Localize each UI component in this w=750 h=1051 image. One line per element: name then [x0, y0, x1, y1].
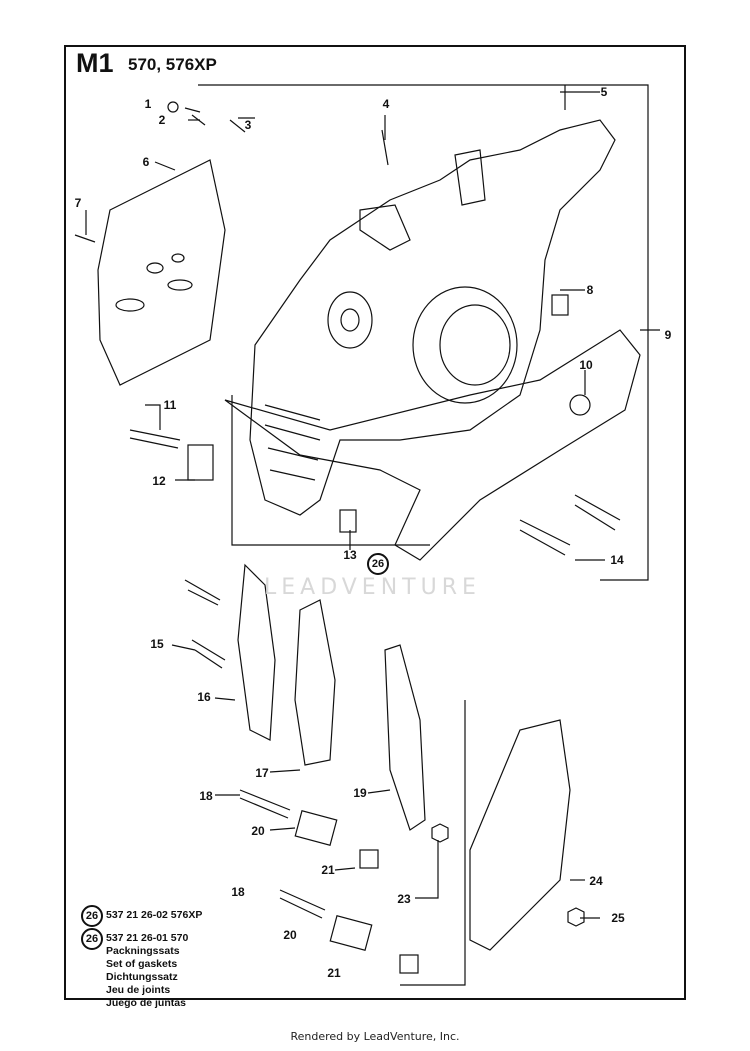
kit-570-line: Dichtungssatz [106, 971, 178, 983]
gasket-9 [224, 329, 641, 561]
callout-19: 19 [353, 786, 367, 800]
bushing-21b [399, 954, 419, 974]
model-code: M1 [76, 48, 114, 78]
plate-16 [237, 563, 276, 741]
callout-23: 23 [397, 892, 411, 906]
leader-1 [184, 107, 201, 113]
callout-8: 8 [586, 283, 594, 297]
callout-17: 17 [255, 766, 269, 780]
callout-24: 24 [589, 874, 603, 888]
kit-576xp: 537 21 26-02 576XP [106, 909, 203, 921]
kit-ref-570: 26 [81, 928, 103, 950]
plate-17 [294, 599, 336, 766]
callout-2: 2 [158, 113, 166, 127]
callout-18: 18 [199, 789, 213, 803]
callout-1: 1 [144, 97, 152, 111]
leader-21 [334, 867, 356, 871]
plate-24 [469, 719, 571, 951]
callout-4: 4 [382, 97, 390, 111]
callout-3: 3 [244, 118, 252, 132]
crankcase [249, 119, 616, 516]
footer-credit: Rendered by LeadVenture, Inc. [290, 1030, 460, 1043]
bolt-14a [519, 519, 571, 556]
callout-18b: 18 [231, 885, 245, 899]
callout-12: 12 [152, 474, 166, 488]
kit-570-line: Packningssats [106, 945, 180, 957]
kit-570-line: Juego de juntas [106, 997, 186, 1009]
leader-20 [269, 827, 296, 831]
nut-plate-12 [187, 444, 214, 481]
callout-11: 11 [163, 398, 177, 412]
model-list: 570, 576XP [128, 55, 217, 74]
spacer-20b [329, 915, 373, 951]
plug-10 [569, 394, 591, 416]
callout-16: 16 [197, 690, 211, 704]
callout-25: 25 [611, 911, 625, 925]
chain-guard-plate [97, 159, 226, 386]
leader-23 [415, 840, 439, 899]
callout-10: 10 [579, 358, 593, 372]
callout-7: 7 [74, 196, 82, 210]
spacer-20a [294, 810, 338, 846]
leader-15 [171, 644, 196, 651]
callout-5: 5 [600, 85, 608, 99]
callout-6: 6 [142, 155, 150, 169]
callout-20b: 20 [283, 928, 297, 942]
nut-23 [431, 823, 449, 843]
leader-6 [154, 161, 176, 171]
callout-21: 21 [321, 863, 335, 877]
screw-7 [74, 234, 96, 243]
bracket-lower [400, 700, 466, 986]
kit-570-line: 537 21 26-01 570 [106, 932, 189, 944]
bolt-15a [184, 579, 221, 606]
callout-20: 20 [251, 824, 265, 838]
kit-ref-576xp: 26 [81, 905, 103, 927]
pin-3 [229, 119, 246, 133]
diagram-frame [64, 45, 686, 1000]
callout-26-circle: 26 [367, 553, 389, 575]
bracket-line-5 [198, 84, 649, 581]
leader-16 [214, 697, 236, 701]
bolt-11 [129, 429, 181, 449]
callout-9: 9 [664, 328, 672, 342]
bushing-21a [359, 849, 379, 869]
callout-14: 14 [610, 553, 624, 567]
pin-1 [167, 101, 179, 113]
bolt-15b [191, 639, 226, 669]
watermark: LEADVENTURE [264, 575, 481, 600]
leader-17 [269, 769, 301, 773]
pin-2 [191, 114, 206, 126]
leader-19 [367, 789, 391, 794]
bolt-14b [574, 494, 621, 531]
callout-15: 15 [150, 637, 164, 651]
bracket-gasket [231, 395, 430, 546]
bolt-4 [381, 129, 389, 166]
plate-19 [384, 644, 426, 831]
leader-11 [145, 404, 161, 430]
callout-13: 13 [343, 548, 357, 562]
kit-570: 537 21 26-01 570 Packningssats Set of ga… [106, 932, 188, 1010]
callout-21b: 21 [327, 966, 341, 980]
nut-25 [567, 907, 585, 927]
sleeve-13 [339, 509, 357, 533]
kit-570-line: Jeu de joints [106, 984, 171, 996]
sleeve-8 [551, 294, 569, 316]
kit-570-line: Set of gaskets [106, 958, 178, 970]
bolt-18a [239, 789, 291, 819]
bolt-18b [279, 889, 326, 919]
